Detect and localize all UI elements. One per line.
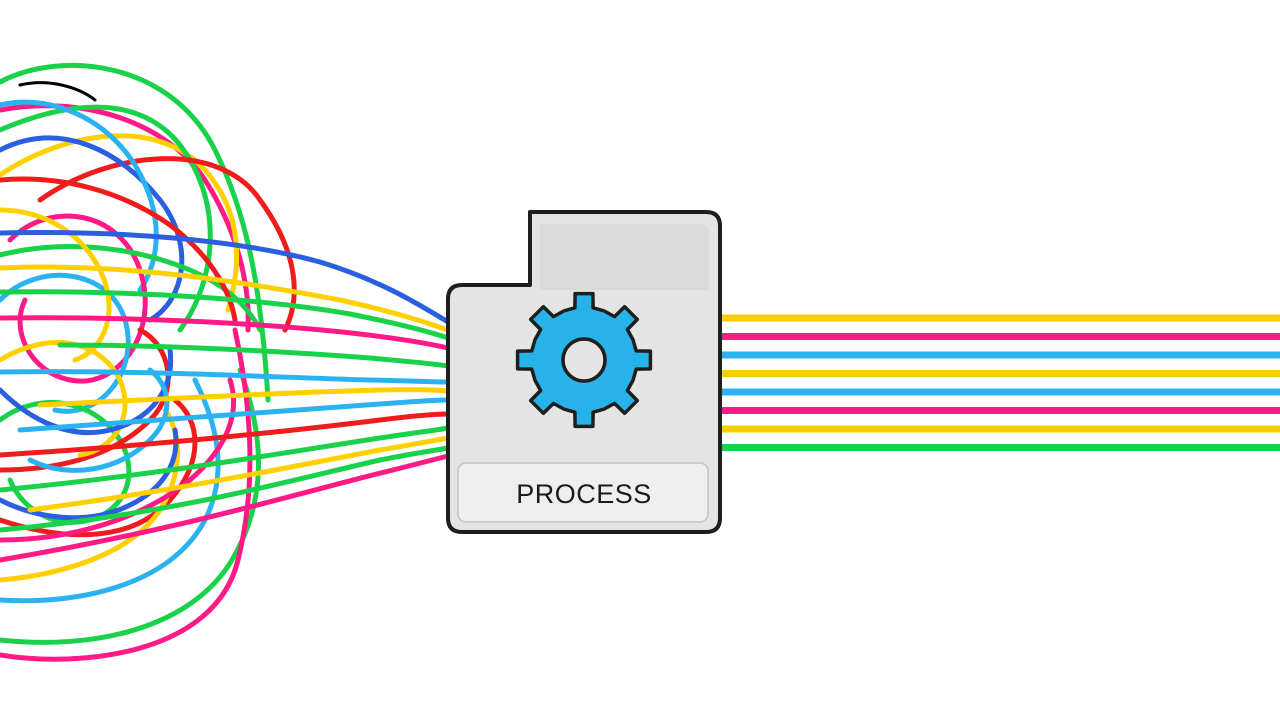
gear-hole (561, 337, 607, 383)
input-wire (27, 367, 170, 473)
input-wire (0, 133, 240, 313)
input-wire (0, 99, 159, 293)
input-wire (7, 213, 148, 384)
input-wire (0, 327, 253, 662)
input-wire (17, 397, 451, 433)
input-wire (27, 435, 451, 513)
input-wire (0, 425, 451, 493)
input-wire (0, 367, 261, 645)
input-wire (0, 135, 185, 323)
input-wire (0, 445, 451, 533)
input-wire (0, 244, 263, 333)
gear-icon (515, 291, 653, 429)
process-box: PROCESS (446, 210, 722, 534)
input-wire (57, 342, 451, 369)
input-wire (0, 229, 451, 325)
input-wire (0, 62, 271, 403)
input-wire (37, 387, 451, 408)
process-label-panel (457, 462, 709, 523)
input-wire (0, 264, 451, 333)
input-wire (0, 427, 179, 521)
input-wire (0, 176, 238, 323)
input-wire (18, 81, 97, 102)
input-wire (0, 347, 174, 436)
input-wire (0, 315, 451, 351)
output-parallel-lines (722, 314, 1280, 451)
input-wire (0, 377, 221, 604)
input-wire (0, 397, 198, 538)
process-label: PROCESS (516, 479, 652, 509)
input-wire (0, 340, 128, 458)
tangled-input-wires (0, 62, 451, 662)
process-box-highlight (540, 224, 709, 290)
input-wire (0, 369, 451, 385)
input-wire (0, 411, 451, 458)
input-wire (0, 453, 451, 563)
input-wire (0, 289, 451, 341)
